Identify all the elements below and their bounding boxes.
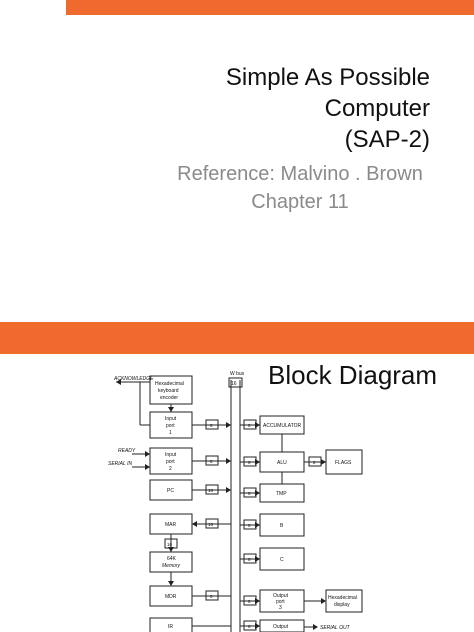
bus-width-label: 16 bbox=[231, 381, 237, 387]
arrow-bus-c bbox=[255, 556, 260, 562]
output3-line1: Output bbox=[273, 593, 289, 599]
flags-width: 2 bbox=[313, 460, 316, 465]
mdr-width: 8 bbox=[210, 594, 213, 599]
flags-label: FLAGS bbox=[335, 460, 352, 466]
input2-line3: 2 bbox=[169, 466, 172, 472]
input2-line2: port bbox=[166, 459, 175, 465]
memory-line2: Memory bbox=[162, 563, 181, 569]
slide1-title-line1: Simple As Possible bbox=[225, 64, 430, 91]
arrow-bus-out3 bbox=[255, 598, 260, 604]
input1-line2: port bbox=[166, 423, 175, 429]
input1-width: 8 bbox=[210, 423, 213, 428]
memory-line1: 64K bbox=[167, 556, 177, 562]
arrow-mem-mdr bbox=[168, 581, 174, 586]
serial-in-label: SERIAL IN bbox=[108, 461, 132, 467]
keyboard-line2: keyboard bbox=[158, 388, 179, 394]
keyboard-line3: encoder bbox=[160, 395, 178, 401]
slide2-title-overlay: Block Diagram bbox=[266, 360, 444, 391]
out3-width: 8 bbox=[248, 599, 251, 604]
output4-label: Output bbox=[273, 624, 289, 630]
output3-line3: 3 bbox=[279, 605, 282, 611]
arrow-bus-acc bbox=[255, 422, 260, 428]
ready-label: READY bbox=[118, 448, 136, 454]
block-diagram-detail: W bus 16 ACKNOWLEDGE READY SERIAL IN SER… bbox=[70, 366, 370, 632]
mar-width-box bbox=[205, 518, 219, 529]
hex-display-line1: Hexadecimal bbox=[328, 595, 357, 601]
arrow-mar-mem bbox=[168, 547, 174, 552]
bus-label: W bus bbox=[230, 371, 245, 377]
arrow-input1-bus bbox=[226, 422, 231, 428]
ir-label: IR bbox=[168, 624, 173, 630]
slide1-top-band bbox=[66, 0, 474, 15]
mar-width: 16 bbox=[208, 522, 214, 527]
slide1-title-line2: Computer bbox=[324, 95, 430, 122]
arrow-ready bbox=[145, 451, 150, 457]
c-label: C bbox=[280, 557, 284, 563]
arrow-ack bbox=[116, 379, 121, 385]
alu-label: ALU bbox=[277, 460, 287, 466]
alu-width: 8 bbox=[248, 460, 251, 465]
acc-width: 8 bbox=[248, 423, 251, 428]
mar-label: MAR bbox=[165, 522, 177, 528]
arrow-bus-out4 bbox=[255, 623, 260, 629]
mdr-label: MDR bbox=[165, 594, 177, 600]
hex-display-line2: display bbox=[334, 602, 350, 608]
arrow-bus-tmp bbox=[255, 490, 260, 496]
slide2-top-band bbox=[0, 322, 474, 354]
pc-width-box bbox=[205, 484, 219, 495]
mem-width: 16 bbox=[167, 542, 173, 547]
arrow-bus-mar bbox=[192, 521, 197, 527]
out4-width: 8 bbox=[248, 624, 251, 629]
input2-line1: Input bbox=[165, 452, 177, 458]
chapter-line: Chapter 11 bbox=[251, 191, 349, 213]
input2-width: 8 bbox=[210, 459, 213, 464]
arrow-alu-flags bbox=[321, 459, 326, 465]
hex-display-block bbox=[325, 589, 363, 613]
pc-width: 16 bbox=[208, 488, 214, 493]
b-width: 8 bbox=[248, 523, 251, 528]
input1-line3: 1 bbox=[169, 430, 172, 436]
slide1-title-line3: (SAP-2) bbox=[344, 126, 430, 153]
c-width: 8 bbox=[248, 557, 251, 562]
ack-label: ACKNOWLEDGE bbox=[113, 376, 154, 382]
pc-label: PC bbox=[167, 488, 174, 494]
arrow-out3-display bbox=[321, 598, 326, 604]
tmp-label: TMP bbox=[276, 491, 287, 497]
arrow-serial-in bbox=[145, 464, 150, 470]
mdr-width-box bbox=[205, 590, 219, 601]
input1-line1: Input bbox=[165, 416, 177, 422]
reference-line: Reference: Malvino . Brown bbox=[177, 163, 423, 185]
tmp-width: 8 bbox=[248, 491, 251, 496]
accumulator-label: ACCUMULATOR bbox=[263, 423, 302, 429]
keyboard-line1: Hexadecimal bbox=[155, 381, 184, 387]
slide1-subtitle: Reference: Malvino . Brown Chapter 11 bbox=[150, 160, 450, 216]
arrow-keyboard-input1 bbox=[168, 407, 174, 412]
output3-line2: port bbox=[276, 599, 285, 605]
slide1-title: Simple As Possible Computer (SAP-2) bbox=[70, 62, 430, 155]
input2-width-box bbox=[205, 455, 219, 466]
memory-block bbox=[149, 551, 193, 573]
arrow-serial-out bbox=[313, 624, 318, 630]
arrow-bus-b bbox=[255, 522, 260, 528]
arrow-pc-bus bbox=[226, 487, 231, 493]
b-label: B bbox=[280, 523, 284, 529]
arrow-input2-bus bbox=[226, 458, 231, 464]
w-bus-width-box bbox=[228, 377, 243, 388]
serial-out-label: SERIAL OUT bbox=[320, 625, 351, 631]
arrow-bus-alu bbox=[255, 459, 260, 465]
input1-width-box bbox=[205, 419, 219, 430]
